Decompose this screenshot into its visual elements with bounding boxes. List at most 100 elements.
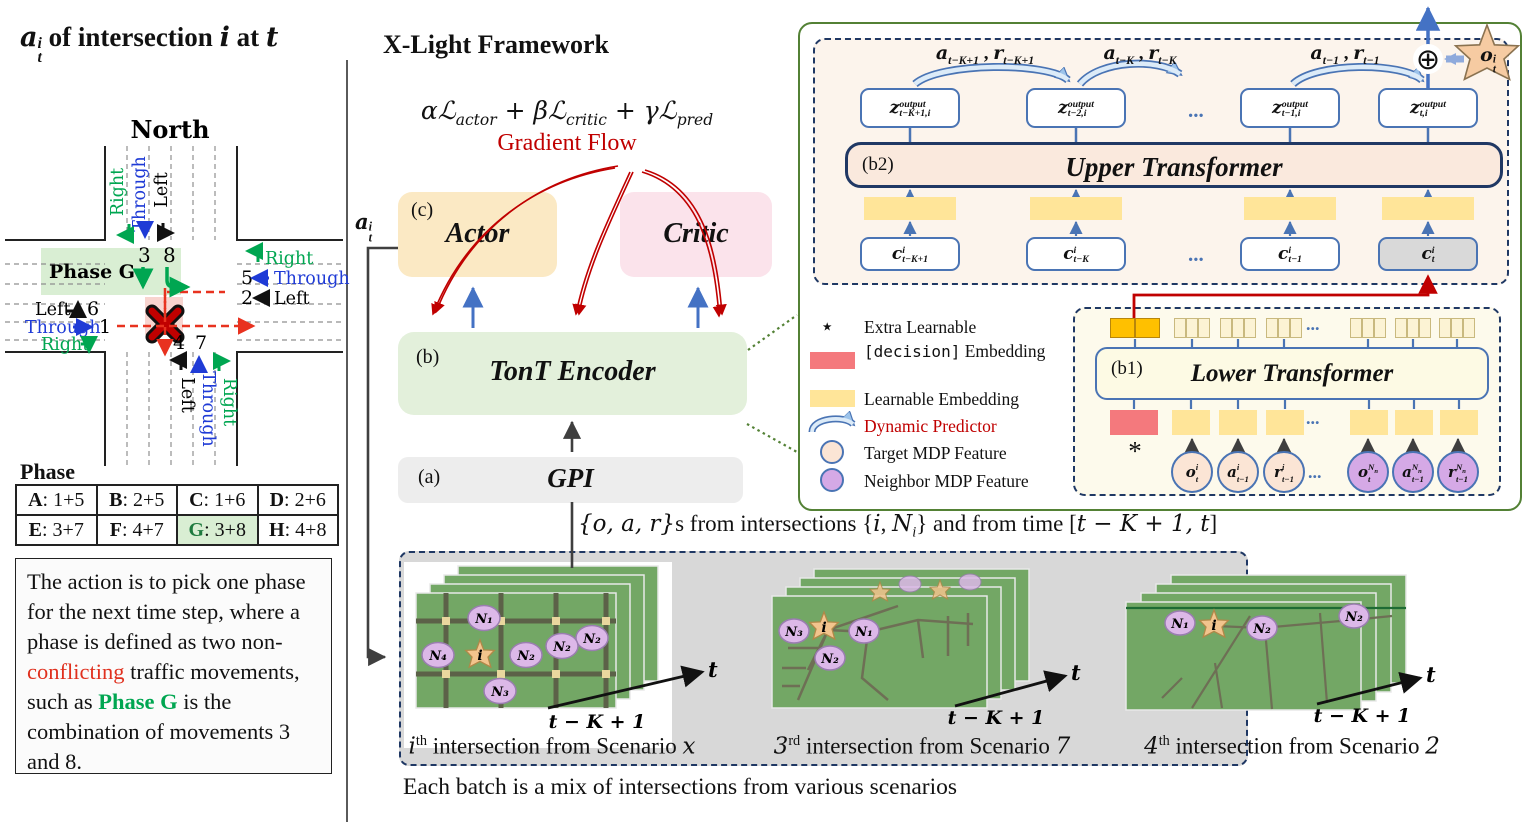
scenario-1-nodes: N₁ N₂ N₂ N₂ N₄ N₃ i [421, 604, 609, 705]
t-k-label: t − K + 1 [549, 711, 646, 733]
token-out [1174, 318, 1210, 338]
west-6: 6 [87, 298, 99, 320]
circle-row-ellipsis: ... [1308, 462, 1322, 482]
legend-extra-line1: Extra Learnable [864, 317, 977, 337]
phase-cell: B: 2+5 [96, 485, 177, 515]
svg-text:N₂: N₂ [582, 632, 601, 647]
east-through-label: Through [274, 269, 350, 289]
learnable-embedding [1350, 410, 1388, 435]
token-out [1220, 318, 1256, 338]
token-out [1266, 318, 1302, 338]
t-label: t [1426, 662, 1436, 687]
south-7: 7 [195, 332, 207, 354]
t-label: t [1071, 660, 1081, 685]
b1-tag: (b1) [1111, 358, 1143, 379]
south-right-label: Right [219, 378, 239, 426]
west-left-icon [67, 300, 87, 318]
svg-text:N₁: N₁ [1170, 617, 1189, 632]
scenario-2: N₃ N₁ N₂ i t t − K + 1 [771, 568, 1081, 729]
south-lane-icons [169, 351, 231, 373]
critic-label: Critic [663, 218, 729, 249]
conflict-x-icon [145, 304, 185, 344]
phase-table-title: Phase [20, 459, 75, 484]
embed-row-ellipsis: ... [1306, 408, 1320, 428]
critic-box: Critic [620, 192, 772, 277]
west-right-label: Right [41, 335, 89, 355]
scenario-1-signals [442, 617, 610, 678]
token-row-ellipsis: ... [1306, 314, 1320, 334]
loss-formula: αℒactor + βℒcritic + γℒpred [420, 96, 714, 129]
lane-lines [5, 146, 343, 466]
east-2: 2 [241, 287, 253, 309]
star-legend-icon: ⋆ [820, 314, 835, 339]
gpi-box: (a) GPI [398, 457, 743, 503]
conflict-paths [117, 288, 256, 357]
svg-text:N₄: N₄ [428, 649, 447, 664]
west-right-icon [80, 336, 98, 354]
east-left-label: Left [274, 289, 310, 309]
time-axis [547, 665, 705, 710]
phase-cell: C: 1+6 [177, 485, 258, 515]
phase-cell-g: G: 3+8 [177, 515, 258, 545]
svg-text:N₂: N₂ [820, 652, 839, 667]
south-left-label: Left [177, 377, 197, 413]
time-axis [1316, 671, 1423, 706]
south-through-label: Through [198, 371, 218, 447]
embedding-arrows [903, 188, 1435, 236]
phase-table: A: 1+5 B: 2+5 C: 1+6 D: 2+6 E: 3+7 F: 4+… [15, 484, 339, 546]
svg-text:N₃: N₃ [784, 625, 803, 640]
gpi-label: GPI [547, 463, 594, 493]
phase-cell: F: 4+7 [96, 515, 177, 545]
phase-cell: A: 1+5 [16, 485, 97, 515]
learnable-embedding [1266, 410, 1304, 435]
encoder-to-ac-arrows [462, 286, 709, 328]
action-note: The action is to pick one phase for the … [15, 558, 332, 774]
north-label: North [130, 115, 209, 144]
legend-learnable: Learnable Embedding [864, 389, 1020, 409]
legend-dynamic-predictor: Dynamic Predictor [864, 416, 997, 436]
tont-encoder-box: (b) TonT Encoder [398, 332, 747, 415]
token-out [1395, 318, 1431, 338]
decision-token-out [1110, 318, 1160, 338]
upper-transformer-label: Upper Transformer [1065, 152, 1283, 182]
time-axis [954, 670, 1068, 708]
observation-star-icon [1453, 22, 1521, 81]
west-left-label: Left [35, 300, 71, 320]
target-star-icon [464, 638, 496, 669]
phase-cell: H: 4+8 [257, 515, 338, 545]
east-right-label: Right [265, 249, 313, 269]
decision-embedding-swatch [810, 352, 855, 369]
north-through-label: Through [130, 156, 150, 232]
t-k-label: t − K + 1 [948, 707, 1045, 729]
svg-text:i: i [477, 648, 482, 664]
z-ut-links [908, 127, 1430, 143]
svg-text:i: i [821, 620, 826, 636]
north-lane-icons [116, 221, 175, 244]
scenario-1-caption: ith intersection from Scenario x [408, 733, 696, 760]
east-right-icon [245, 242, 263, 262]
oplus-icon: ⊕ [1413, 44, 1443, 74]
decision-star: * [1128, 436, 1142, 466]
north-right-label: Right [108, 168, 128, 216]
lower-transformer-label: Lower Transformer [1190, 360, 1394, 387]
dynamic-predictor-arrows [912, 59, 1425, 88]
legend-neighbor-mdp: Neighbor MDP Feature [864, 471, 1029, 491]
decision-connector [1132, 274, 1438, 318]
target-star-icon [808, 610, 840, 641]
movement-8: 8 [163, 243, 176, 267]
intersection-diagram: North Phase G 3 8 Right Through Left Rig… [5, 115, 350, 466]
svg-text:N₁: N₁ [474, 612, 493, 627]
scenario-3-nodes: N₁ N₂ N₂ i [1164, 603, 1370, 641]
gradient-flow-label: Gradient Flow [497, 130, 637, 156]
c-row-ellipsis: ... [1188, 242, 1204, 266]
